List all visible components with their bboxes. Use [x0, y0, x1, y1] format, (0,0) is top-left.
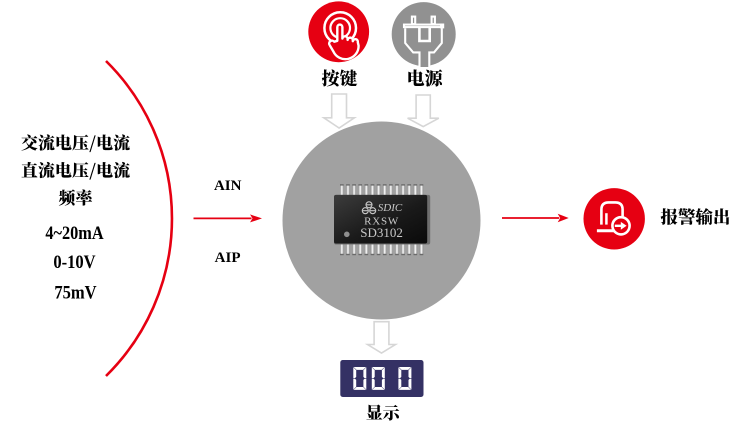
svg-text:75mV: 75mV: [54, 283, 97, 304]
svg-text:AIP: AIP: [215, 250, 241, 266]
svg-text:SDIC: SDIC: [378, 202, 403, 214]
svg-text:SD3102: SD3102: [360, 225, 403, 240]
svg-text:0-10V: 0-10V: [53, 252, 96, 273]
svg-text:AIN: AIN: [214, 178, 242, 194]
svg-text:RXSW: RXSW: [364, 215, 399, 227]
svg-text:4~20mA: 4~20mA: [45, 223, 104, 244]
